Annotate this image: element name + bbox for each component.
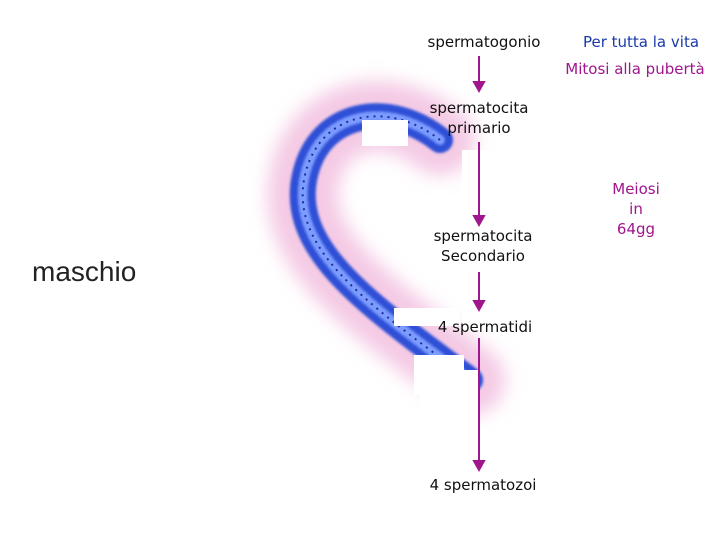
stage-spermatocita-secondario: spermatocita Secondario [433, 227, 533, 265]
note-meiosi: Meiosi in 64gg [612, 180, 660, 238]
arrow-spermatogonio-to-primario [472, 56, 486, 94]
note-per-tutta-la-vita: Per tutta la vita [582, 33, 700, 51]
note-mitosi: Mitosi alla pubertà [565, 60, 705, 78]
arrow-secondario-to-spermatidi [472, 272, 486, 313]
arrow-spermatidi-to-spermatozoi [472, 338, 486, 473]
arrow-primario-to-secondario [472, 142, 486, 228]
stage-spermatozoi: 4 spermatozoi [429, 476, 537, 494]
stage-spermatocita-primario: spermatocita primario [429, 99, 529, 137]
sex-label: maschio [32, 256, 137, 287]
stage-spermatidi: 4 spermatidi [437, 318, 533, 336]
stage-spermatogonio: spermatogonio [427, 33, 541, 51]
